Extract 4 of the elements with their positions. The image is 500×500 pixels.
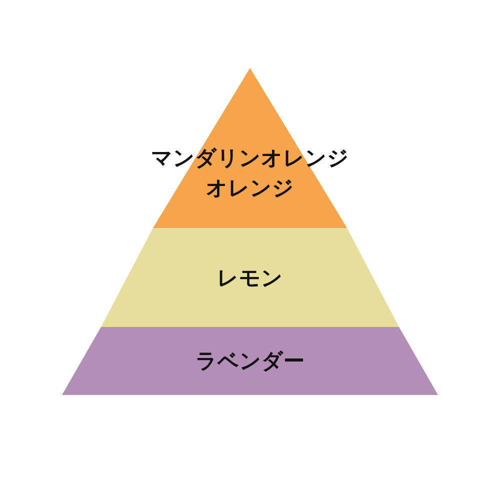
- tier-label: マンダリンオレンジ: [151, 145, 349, 172]
- tier-label: オレンジ: [206, 175, 294, 202]
- tier-label: ラベンダー: [196, 348, 304, 375]
- tier-label: レモン: [217, 264, 283, 292]
